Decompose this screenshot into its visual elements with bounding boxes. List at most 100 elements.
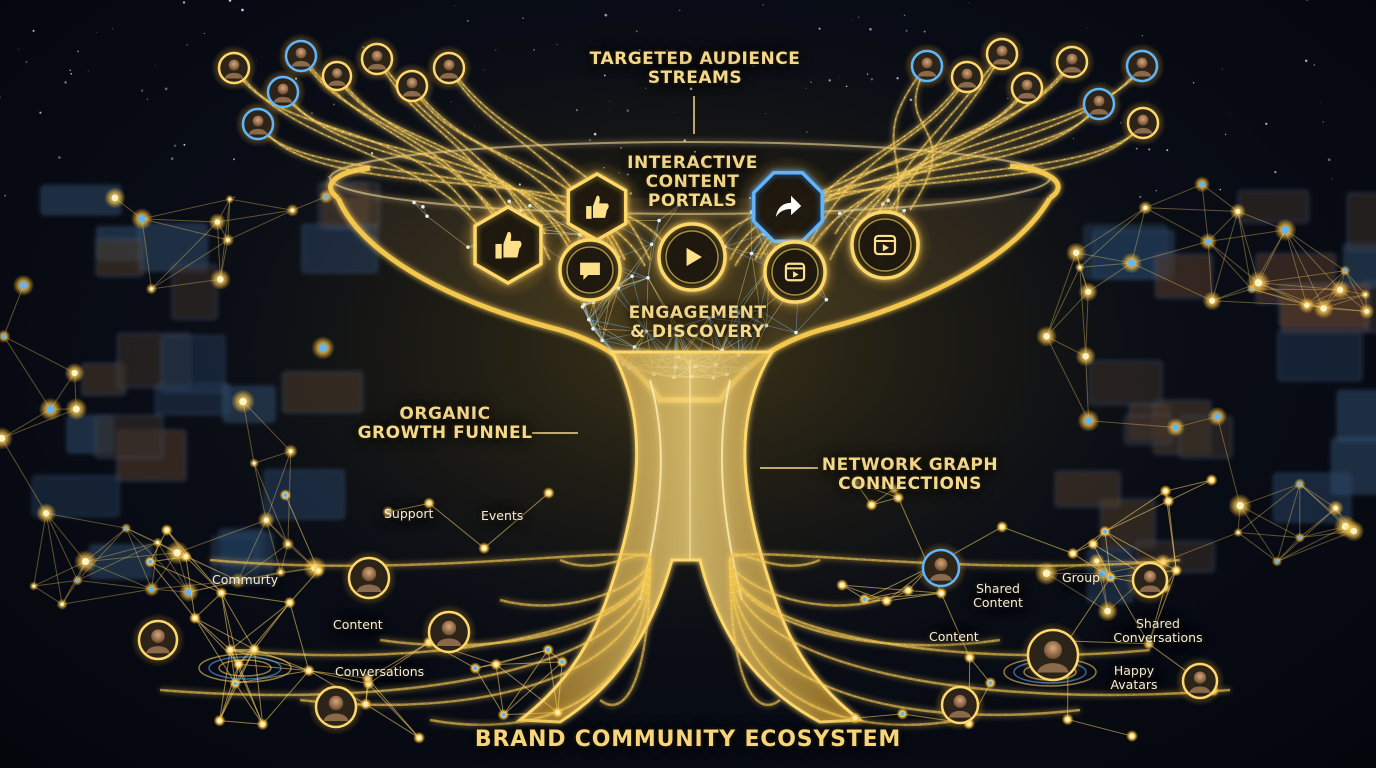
background-screen <box>95 414 164 459</box>
avatar-body <box>917 70 937 77</box>
avatar-body <box>1037 663 1069 673</box>
portal-circle <box>850 210 920 280</box>
avatar-node <box>235 101 281 147</box>
root-network-link <box>1104 531 1112 578</box>
mesh-link <box>721 312 739 351</box>
network-node <box>1205 238 1212 245</box>
mesh-link <box>602 330 647 341</box>
root-node <box>1091 541 1096 547</box>
mesh-link <box>709 312 739 319</box>
avatar-nodes <box>131 31 1225 735</box>
avatar-body <box>224 72 244 79</box>
root-network <box>144 474 1220 744</box>
root-sparkle <box>299 559 651 706</box>
reel-frame <box>784 262 806 282</box>
root-node <box>1163 488 1168 494</box>
avatar-body <box>402 90 422 97</box>
avatar-node <box>131 613 185 667</box>
network-link <box>1162 532 1239 563</box>
star <box>183 143 186 146</box>
network-node <box>1364 308 1370 314</box>
root-network-link <box>503 711 558 716</box>
avatar-body <box>1133 127 1153 134</box>
root-node <box>493 662 499 667</box>
star <box>903 14 906 17</box>
network-node <box>1236 531 1240 535</box>
network-node <box>1281 226 1290 234</box>
network-node <box>42 510 50 517</box>
mesh-link <box>709 310 761 319</box>
network-node <box>1333 505 1339 511</box>
network-link <box>85 561 152 590</box>
star <box>762 4 764 6</box>
avatar-head <box>441 620 457 636</box>
network-link <box>1201 184 1209 242</box>
mesh-link <box>675 327 723 351</box>
label-group: Group <box>1062 570 1101 585</box>
star <box>604 13 608 17</box>
label-line: Content <box>973 595 1023 610</box>
mesh-link <box>647 277 676 329</box>
avatar-node <box>1119 43 1165 89</box>
network-node <box>138 215 146 223</box>
network-link <box>77 579 152 590</box>
label-happy-avatars: Happy Avatars <box>1105 664 1163 692</box>
network-link <box>45 513 63 605</box>
avatar-head <box>953 694 967 708</box>
mesh-link <box>646 327 676 332</box>
network-link <box>125 527 190 593</box>
avatar-node <box>211 45 257 91</box>
network-link <box>85 552 178 563</box>
root-network-link <box>221 592 255 650</box>
root-network-link <box>219 720 263 725</box>
label-community: Commurty <box>212 572 279 587</box>
root-network-link <box>308 670 369 685</box>
mesh-node <box>600 338 604 343</box>
callout-line: STREAMS <box>647 68 743 89</box>
root-node <box>1065 717 1070 722</box>
network-node <box>228 197 232 201</box>
star <box>857 16 860 19</box>
content-portal <box>838 198 932 292</box>
network-node <box>1143 205 1148 211</box>
star <box>483 69 485 71</box>
root-network-link <box>1067 718 1133 737</box>
background-screen <box>1088 360 1163 406</box>
avatar-head <box>1093 95 1105 107</box>
network-link <box>217 209 293 223</box>
root-network-link <box>234 683 264 725</box>
root-node <box>869 502 874 508</box>
avatar-body <box>1089 108 1109 115</box>
star <box>182 1 186 4</box>
root-network-link <box>194 617 255 650</box>
label-conversations: Conversations <box>335 664 425 679</box>
label-support: Support <box>384 506 434 521</box>
mesh-link <box>708 317 740 356</box>
network-link <box>33 585 63 605</box>
background-screen <box>1237 190 1310 224</box>
avatar-head <box>1193 671 1207 684</box>
star <box>657 82 659 84</box>
network-node <box>72 405 80 413</box>
root-node <box>306 668 312 673</box>
avatar-node <box>1020 622 1086 688</box>
network-node <box>46 405 55 413</box>
root-line <box>229 559 652 657</box>
avatar-body <box>439 72 459 79</box>
avatar-head <box>996 45 1008 57</box>
label-shared-conversations: Shared Conversations <box>1108 617 1208 645</box>
network-link <box>141 218 218 223</box>
star <box>1148 148 1151 151</box>
star <box>1219 188 1222 191</box>
background-screen <box>1331 437 1376 495</box>
root-sparkle <box>729 553 1181 567</box>
root-sparkle <box>729 559 1231 696</box>
network-node <box>1336 286 1344 293</box>
callout-line: NETWORK GRAPH <box>821 455 999 475</box>
label-line: Happy <box>1113 663 1155 678</box>
root-sparkle <box>499 559 651 606</box>
root-node <box>501 712 506 717</box>
root-node <box>473 666 478 671</box>
network-link <box>3 336 51 410</box>
label-shared-content: Shared Content <box>970 582 1026 610</box>
